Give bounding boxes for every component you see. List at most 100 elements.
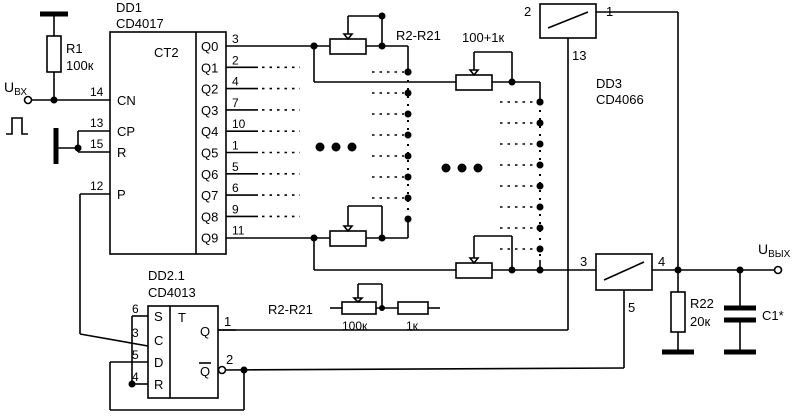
dd1-input-cn: CN (117, 93, 136, 108)
dd1-output-pin: 2 (232, 53, 239, 67)
dd2-input-d: D (154, 355, 163, 370)
dd3-switch-1: 2 1 13 (524, 3, 679, 270)
junction-dot (536, 119, 544, 127)
junction-dot (536, 140, 544, 148)
preset-wiring (79, 193, 149, 347)
dd1-output-q9: Q9 (201, 231, 218, 246)
junction-dot (404, 173, 412, 181)
dd1-output-q6: Q6 (201, 167, 218, 182)
dd1-input-r: R (117, 145, 126, 160)
dd1-output-q8: Q8 (201, 209, 218, 224)
dd3-name: DD3 (596, 76, 622, 91)
dd2-qbar-label: Q (200, 364, 210, 379)
dd1-output-pin: 9 (232, 202, 239, 216)
dd1-output-pin: 3 (232, 32, 239, 46)
dd1-input-p: P (117, 187, 126, 202)
dd1-output-pin: 1 (232, 139, 239, 153)
pulse-icon (6, 117, 28, 135)
junction-dot (536, 161, 544, 169)
dd1-output-q3: Q3 (201, 103, 218, 118)
junction-dot (404, 89, 412, 97)
dd1-output-pin: 11 (232, 224, 245, 238)
dd1-output-pin: 10 (232, 117, 246, 131)
switch1-control (218, 38, 569, 331)
dd2-type: T (178, 310, 186, 325)
r1-resistor: R1 100к (40, 11, 94, 100)
dd2-input-pin: 6 (132, 302, 139, 316)
dd1-output-pin: 6 (232, 181, 239, 195)
qbar-feedback (109, 315, 625, 411)
dd1-input-cp: CP (117, 124, 135, 139)
junction-column-right (536, 98, 544, 260)
dd1-output-q7: Q7 (201, 188, 218, 203)
dd1-input-pin: 14 (90, 85, 104, 99)
dd1-output-pin: 5 (232, 160, 239, 174)
dd3-sw2-pin-out: 4 (658, 254, 665, 269)
legend-label: R2-R21 (268, 302, 313, 317)
dd1-input-pin: 12 (90, 179, 104, 193)
resistor-ladder-bottom (226, 205, 596, 279)
dd1-part: CD4017 (116, 16, 164, 31)
junction-dot (404, 194, 412, 202)
junction-dot (536, 203, 544, 211)
resistor-ladder-top: R2-R21 100+1к (226, 12, 544, 106)
dd2-input-pin: 4 (132, 370, 139, 384)
dd1-input-pin: 15 (90, 137, 104, 151)
ladder-legend: R2-R21 100к 1к (268, 283, 440, 333)
dd3-sw1-pin-ctrl: 13 (572, 48, 586, 63)
dd3-label: DD3 CD4066 (596, 76, 644, 107)
dd3-part: CD4066 (596, 92, 644, 107)
r22-resistor: R22 20к (662, 270, 714, 355)
legend-value-2: 1к (406, 319, 419, 333)
dd1-output-q0: Q0 (201, 39, 218, 54)
input-terminal: UВХ (4, 79, 110, 135)
dd3-sw2-pin-ctrl: 5 (628, 300, 635, 315)
dd1-output-pin: 7 (232, 96, 239, 110)
dd2-input-r: R (154, 377, 163, 392)
junction-dot (536, 98, 544, 106)
dd1-output-q2: Q2 (201, 82, 218, 97)
ellipsis-marks (315, 142, 483, 173)
dd2-q-label: Q (200, 324, 210, 339)
dd2-input-pin: 5 (132, 348, 139, 362)
output-node: UВЫХ (674, 241, 791, 275)
ladder-value-label: 100+1к (462, 30, 505, 45)
junction-dot (536, 182, 544, 190)
ladder-label-top: R2-R21 (396, 28, 441, 43)
output-label: UВЫХ (758, 241, 791, 260)
r22-value: 20к (690, 314, 710, 329)
dd3-switch-2: 3 4 5 (580, 253, 740, 368)
junction-dot (404, 152, 412, 160)
r1-label: R1 (66, 41, 83, 56)
junction-column-left (404, 68, 412, 223)
dd1-output-pin: 4 (232, 75, 239, 89)
dashed-leads (372, 71, 536, 250)
legend-value-1: 100к (342, 319, 368, 333)
dd1-type: CT2 (154, 45, 179, 60)
dd2-part: CD4013 (148, 285, 196, 300)
dd2-qbar-pin: 2 (226, 352, 233, 367)
reset-wiring (53, 128, 110, 164)
junction-dot (404, 110, 412, 118)
dd3-sw2-pin-in: 3 (580, 254, 587, 269)
dd2-q-pin: 1 (224, 314, 231, 329)
dd1-output-q4: Q4 (201, 124, 218, 139)
dd3-sw1-pin-in: 2 (524, 4, 531, 19)
dd3-sw1-pin-out: 1 (606, 4, 613, 19)
r22-label: R22 (690, 296, 714, 311)
c1-capacitor: C1* (724, 270, 784, 355)
c1-label: C1* (762, 308, 784, 323)
dd1-output-q1: Q1 (201, 60, 218, 75)
junction-dot (536, 224, 544, 232)
input-label: UВХ (4, 79, 27, 98)
dd1-input-pin: 13 (90, 116, 104, 130)
dd2-input-s: S (154, 309, 163, 324)
junction-dot (536, 245, 544, 253)
junction-dot (404, 68, 412, 76)
junction-dot (404, 215, 412, 223)
dd1-name: DD1 (116, 0, 142, 15)
junction-dot (404, 131, 412, 139)
